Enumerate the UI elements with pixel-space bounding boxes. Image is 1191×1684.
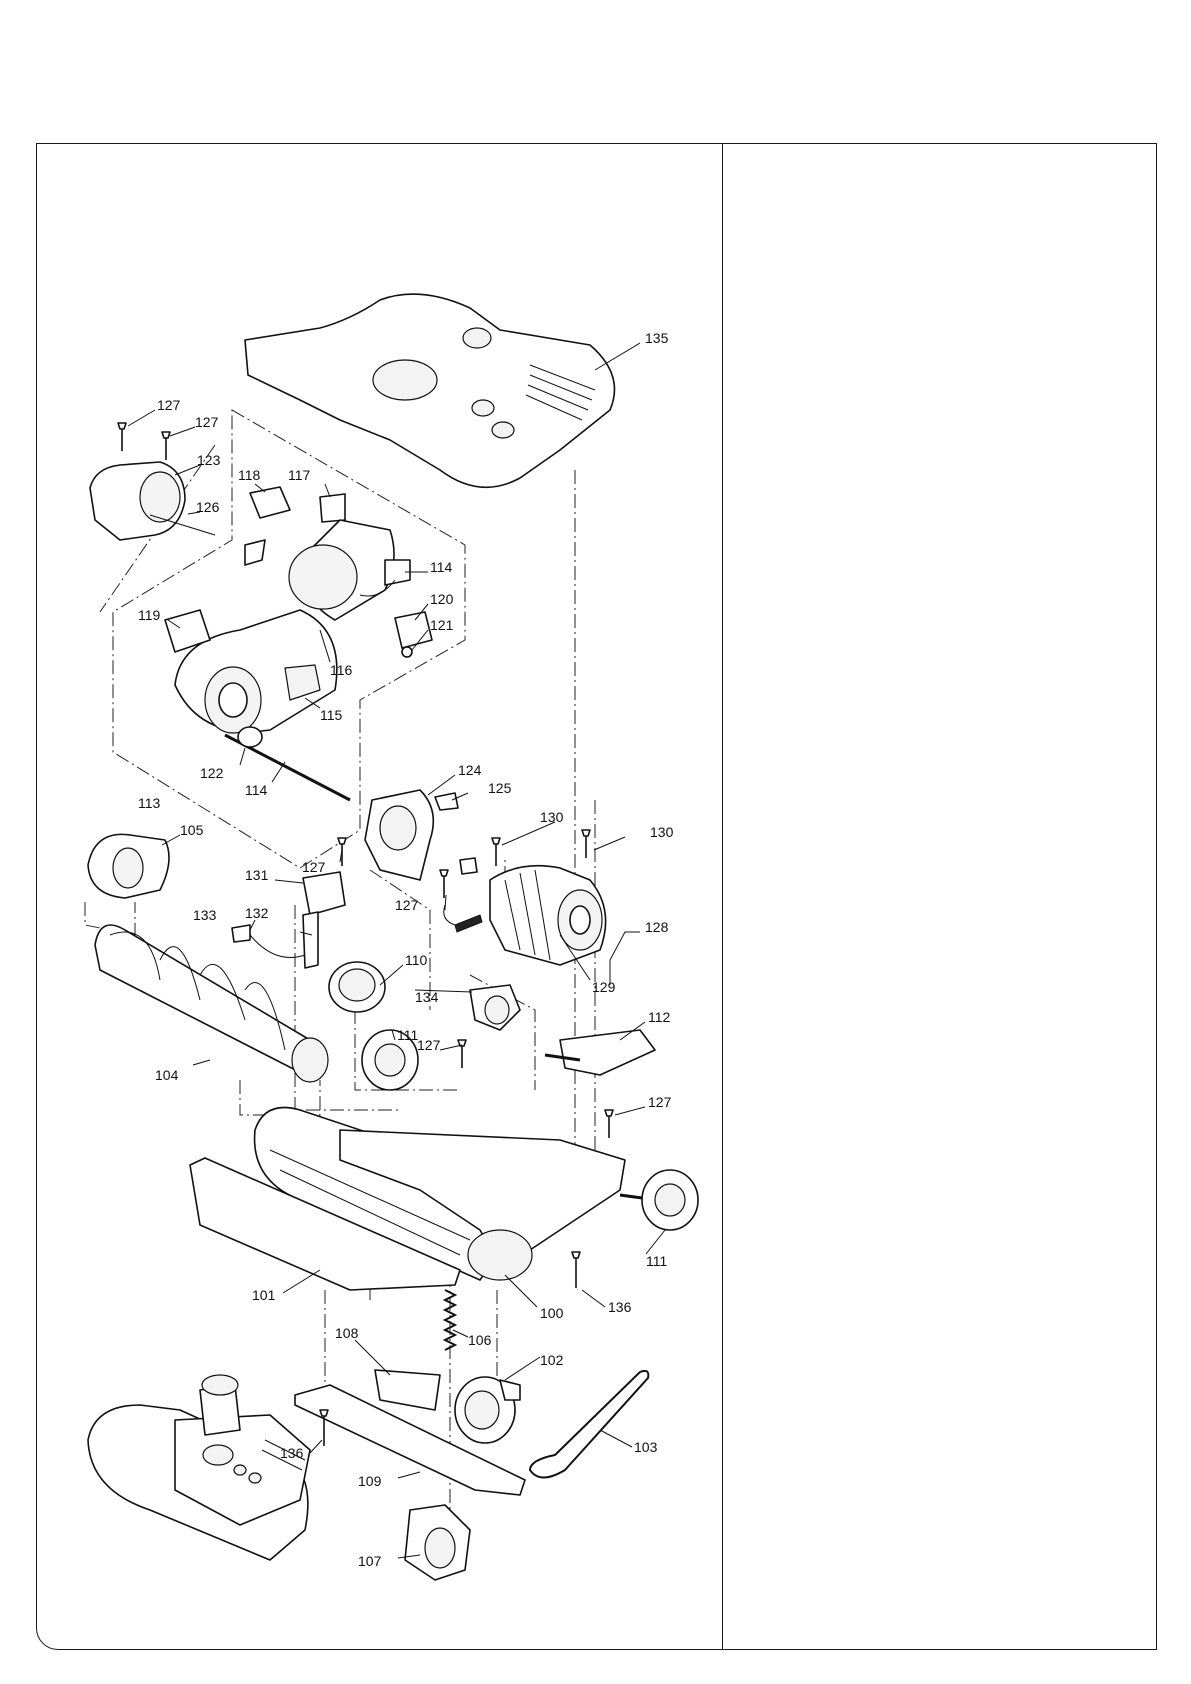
height-adjust-134 bbox=[470, 985, 520, 1030]
callout-114: 114 bbox=[430, 559, 453, 575]
callout-110: 110 bbox=[405, 952, 428, 968]
top-cover-135 bbox=[245, 294, 615, 487]
callout-130: 130 bbox=[540, 809, 564, 825]
callout-106: 106 bbox=[468, 1332, 492, 1348]
callout-134: 134 bbox=[415, 989, 439, 1005]
callout-117: 117 bbox=[288, 467, 311, 483]
callout-127: 127 bbox=[417, 1037, 441, 1053]
callout-113: 113 bbox=[138, 795, 161, 811]
callout-126: 126 bbox=[196, 499, 220, 515]
callout-131: 131 bbox=[245, 867, 269, 883]
callout-133: 133 bbox=[193, 907, 217, 923]
callout-122: 122 bbox=[200, 765, 224, 781]
pedal-112 bbox=[545, 1030, 655, 1075]
callout-112: 112 bbox=[648, 1009, 671, 1025]
callout-119: 119 bbox=[138, 607, 161, 623]
callout-108: 108 bbox=[335, 1325, 359, 1341]
callout-124: 124 bbox=[458, 762, 482, 778]
drive-gear-102 bbox=[455, 1377, 520, 1443]
wheel-cap-110 bbox=[329, 962, 385, 1012]
end-cap-105 bbox=[88, 834, 169, 898]
brush-roll-104 bbox=[95, 925, 328, 1082]
callout-114: 114 bbox=[245, 782, 268, 798]
callout-100: 100 bbox=[540, 1305, 564, 1321]
callout-136: 136 bbox=[608, 1299, 632, 1315]
motor-housing-assembly bbox=[165, 487, 432, 733]
callout-116: 116 bbox=[330, 662, 353, 678]
callout-111: 111 bbox=[397, 1027, 418, 1043]
callout-107: 107 bbox=[358, 1553, 382, 1569]
callout-130: 130 bbox=[650, 824, 674, 840]
callout-104: 104 bbox=[155, 1067, 179, 1083]
callout-125: 125 bbox=[488, 780, 512, 796]
callout-115: 115 bbox=[320, 707, 343, 723]
callout-127: 127 bbox=[648, 1094, 672, 1110]
callout-127: 127 bbox=[302, 859, 326, 875]
callout-101: 101 bbox=[252, 1287, 276, 1303]
callout-123: 123 bbox=[197, 452, 221, 468]
caster-107 bbox=[405, 1505, 470, 1580]
callout-127: 127 bbox=[395, 897, 419, 913]
motor-128 bbox=[444, 858, 606, 965]
drive-shaft-114 bbox=[225, 727, 350, 800]
callout-129: 129 bbox=[592, 979, 616, 995]
callout-120: 120 bbox=[430, 591, 454, 607]
callout-118: 118 bbox=[238, 467, 261, 483]
callout-102: 102 bbox=[540, 1352, 564, 1368]
clip-108 bbox=[375, 1370, 440, 1410]
callout-132: 132 bbox=[245, 905, 269, 921]
callout-128: 128 bbox=[645, 919, 669, 935]
fan-housing-124 bbox=[365, 790, 458, 880]
callout-109: 109 bbox=[358, 1473, 382, 1489]
callout-135: 135 bbox=[645, 330, 669, 346]
callout-105: 105 bbox=[180, 822, 204, 838]
callout-127: 127 bbox=[157, 397, 181, 413]
drive-belt-103 bbox=[530, 1371, 648, 1478]
callout-127: 127 bbox=[195, 414, 219, 430]
assembled-powerhead-preview bbox=[88, 1375, 310, 1560]
wheel-111-right bbox=[620, 1170, 698, 1230]
callout-103: 103 bbox=[634, 1439, 658, 1455]
callout-111: 111 bbox=[646, 1253, 667, 1269]
callout-121: 121 bbox=[430, 617, 454, 633]
callout-136: 136 bbox=[280, 1445, 304, 1461]
